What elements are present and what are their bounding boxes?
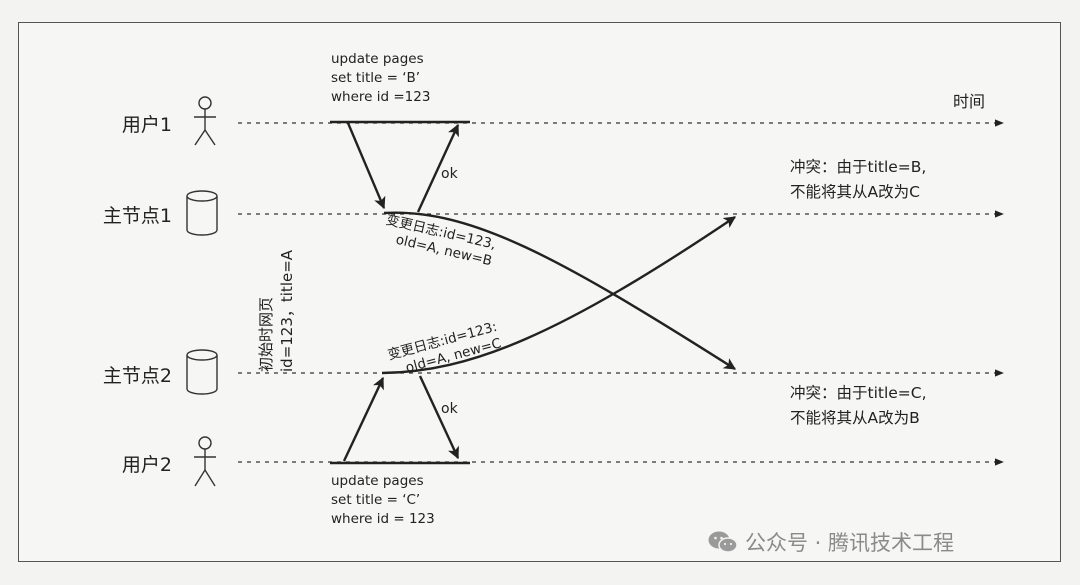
user2-sql-line: update pages <box>331 473 424 489</box>
user1-sql-statement: update pages set title = ‘B’ where id =1… <box>331 50 430 107</box>
user1-ok-label: ok <box>441 166 458 182</box>
actor-label-leader2: 主节点2 <box>102 365 172 387</box>
initial-page-label: 初始时网页 id=123，title=A <box>256 250 298 372</box>
user2-request-arrow <box>342 376 385 462</box>
actor-label-leader1: 主节点1 <box>102 205 172 227</box>
leader2-conflict-line: 冲突：由于title=C, <box>790 384 927 402</box>
wechat-logo-icon <box>708 531 738 553</box>
user1-stick-figure-icon <box>194 96 216 146</box>
time-axis-label: 时间 <box>953 92 986 111</box>
user1-sql-line: set title = ‘B’ <box>331 70 421 86</box>
user1-sql-line: update pages <box>331 51 424 67</box>
leader1-conflict-line: 冲突：由于title=B, <box>790 158 927 176</box>
leader2-database-cylinder-icon <box>186 349 218 395</box>
initial-page-line: id=123，title=A <box>278 249 296 372</box>
leader2-conflict-line: 不能将其从A改为B <box>790 409 920 427</box>
user2-sql-statement: update pages set title = ‘C’ where id = … <box>331 472 435 529</box>
user2-sql-line: set title = ‘C’ <box>331 492 421 508</box>
watermark: 公众号 · 腾讯技术工程 <box>707 527 954 557</box>
user1-sql-line: where id =123 <box>331 89 431 105</box>
leader1-conflict-note: 冲突：由于title=B, 不能将其从A改为C <box>790 155 926 205</box>
user2-stick-figure-icon <box>194 436 216 487</box>
diagram-frame <box>18 22 1061 562</box>
user2-sql-line: where id = 123 <box>331 511 435 527</box>
replication-leader1-to-leader2 <box>383 211 737 371</box>
leader1-database-cylinder-icon <box>186 190 218 236</box>
actor-label-user1: 用户1 <box>121 114 172 136</box>
watermark-text: 公众号 · 腾讯技术工程 <box>745 531 955 555</box>
leader2-conflict-note: 冲突：由于title=C, 不能将其从A改为B <box>790 381 927 431</box>
user1-request-arrow <box>346 122 386 210</box>
user1-ok-arrow <box>416 123 460 213</box>
user2-ok-arrow <box>418 375 460 460</box>
leader1-conflict-line: 不能将其从A改为C <box>790 183 920 201</box>
actor-label-user2: 用户2 <box>121 454 172 476</box>
initial-page-line: 初始时网页 <box>257 296 275 372</box>
user2-ok-label: ok <box>441 401 458 417</box>
replication-leader2-to-leader1 <box>381 216 736 375</box>
